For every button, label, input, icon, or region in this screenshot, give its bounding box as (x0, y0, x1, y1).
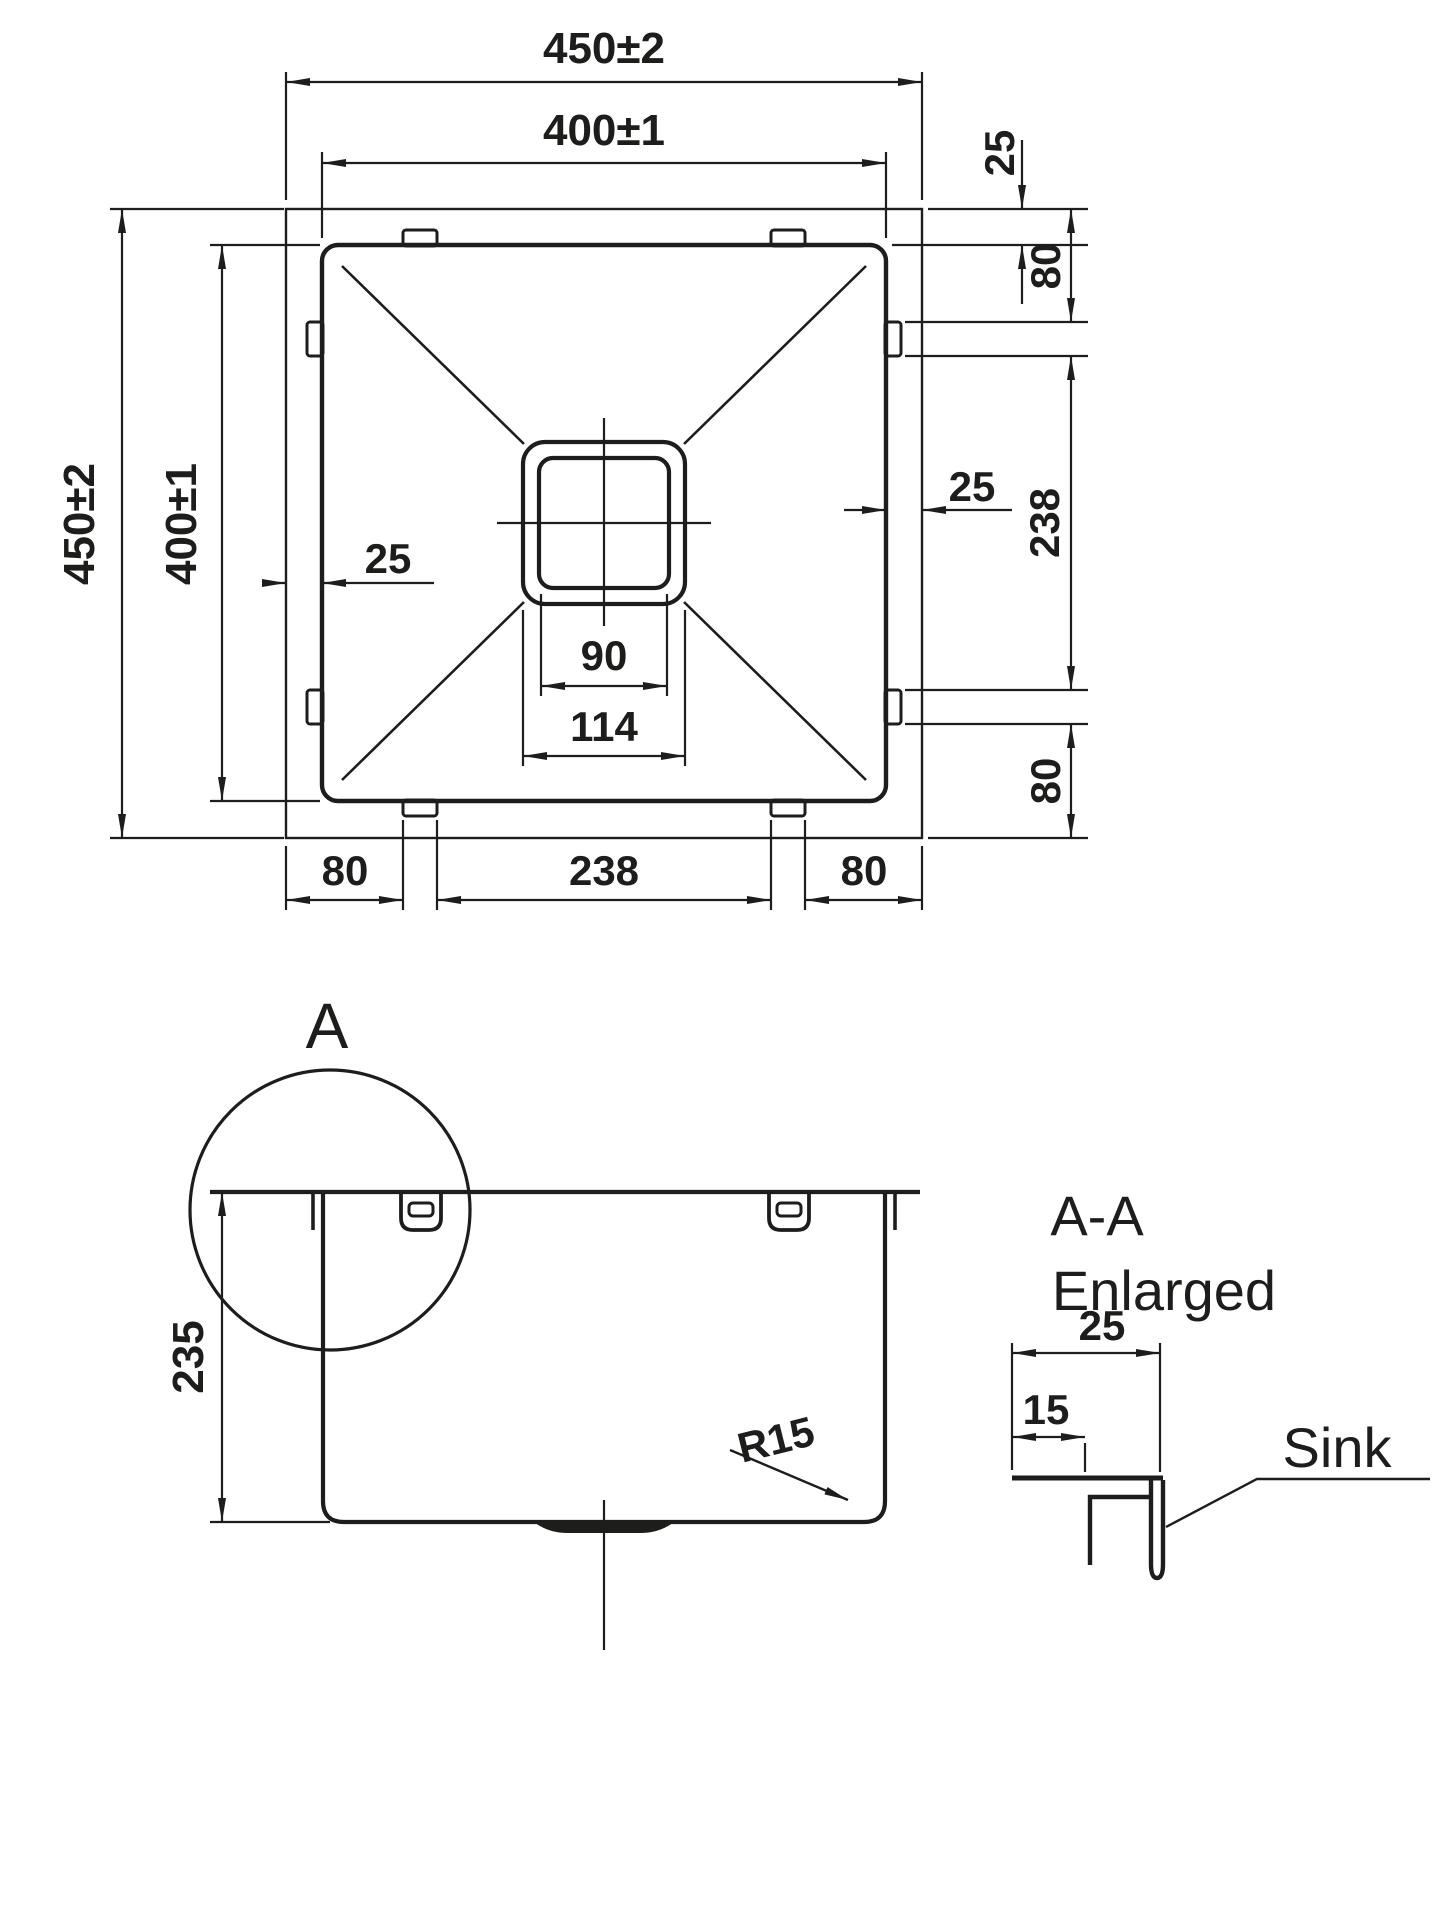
clip-icon (883, 688, 903, 726)
dim-label-edge-left: 80 (321, 847, 369, 894)
sink-callout-label: Sink (1282, 1416, 1392, 1479)
dim-label-drain-inner: 90 (580, 632, 628, 679)
drain-centerlines (497, 418, 711, 626)
extension-lines (320, 152, 888, 238)
extension-lines (210, 243, 320, 803)
rim-outer-lip (1148, 1480, 1166, 1581)
mounting-clips-plan (305, 228, 903, 818)
clip-bracket (399, 1192, 443, 1232)
detail-subtitle: Enlarged (1051, 1259, 1277, 1322)
clip-slot (775, 1201, 803, 1218)
sink-rim-outline (319, 242, 889, 804)
sink-callout-leader (1165, 1477, 1430, 1529)
dim-label-height-inner: 400±1 (157, 462, 206, 586)
dim-label-clip-span-bottom: 238 (568, 847, 640, 894)
rim-channel (1087, 1494, 1149, 1565)
extension-lines (284, 820, 924, 910)
clip-bracket (767, 1192, 811, 1232)
extension-lines (284, 72, 924, 200)
top-view-dimension-lines (110, 72, 1088, 910)
side-view (188, 1068, 920, 1650)
dim-label-rim-width: 25 (1078, 1302, 1126, 1349)
clip-icon (401, 798, 439, 818)
dim-label-rim-top-right: 25 (976, 129, 1023, 177)
bowl-profile (320, 1192, 888, 1525)
detail-view (1010, 1343, 1430, 1581)
dim-label-rim-left: 25 (364, 535, 412, 582)
clip-icon (883, 320, 903, 358)
dim-label-edge-right: 80 (840, 847, 888, 894)
extension-lines (521, 610, 687, 766)
rim-lips (311, 1194, 897, 1230)
radius-leader-r15 (729, 1448, 849, 1502)
dim-label-depth: 235 (164, 1320, 213, 1394)
dim-label-drain-outer: 114 (570, 703, 638, 750)
extension-lines (1010, 1343, 1162, 1472)
clip-icon (769, 228, 807, 248)
dim-label-edge-top: 80 (1022, 242, 1069, 290)
dim-label-rim-step: 15 (1022, 1386, 1070, 1433)
dim-label-width-inner: 400±1 (542, 106, 666, 155)
clip-slot (407, 1201, 435, 1218)
dim-label-width-outer: 450±2 (542, 24, 666, 73)
dim-label-clip-span-right: 238 (1021, 487, 1068, 559)
clip-icon (401, 228, 439, 248)
extension-lines (905, 722, 1088, 840)
clip-icon (305, 320, 325, 358)
clip-icon (305, 688, 325, 726)
extension-lines (110, 207, 284, 840)
extension-lines (892, 207, 1088, 247)
detail-circle-A (188, 1068, 472, 1352)
extension-lines (905, 354, 1088, 692)
extension-lines (539, 594, 669, 696)
bowl-slope-diagonals (341, 265, 867, 781)
clip-icon (769, 798, 807, 818)
dim-label-height-outer: 450±2 (55, 462, 104, 586)
counter-cutout-outline (284, 207, 924, 840)
dim-label-edge-bottom: 80 (1022, 757, 1069, 805)
detail-title: A-A (1050, 1184, 1144, 1247)
top-view (110, 72, 1088, 910)
dim-label-rim-right: 25 (948, 463, 996, 510)
detail-marker-label: A (305, 990, 349, 1062)
